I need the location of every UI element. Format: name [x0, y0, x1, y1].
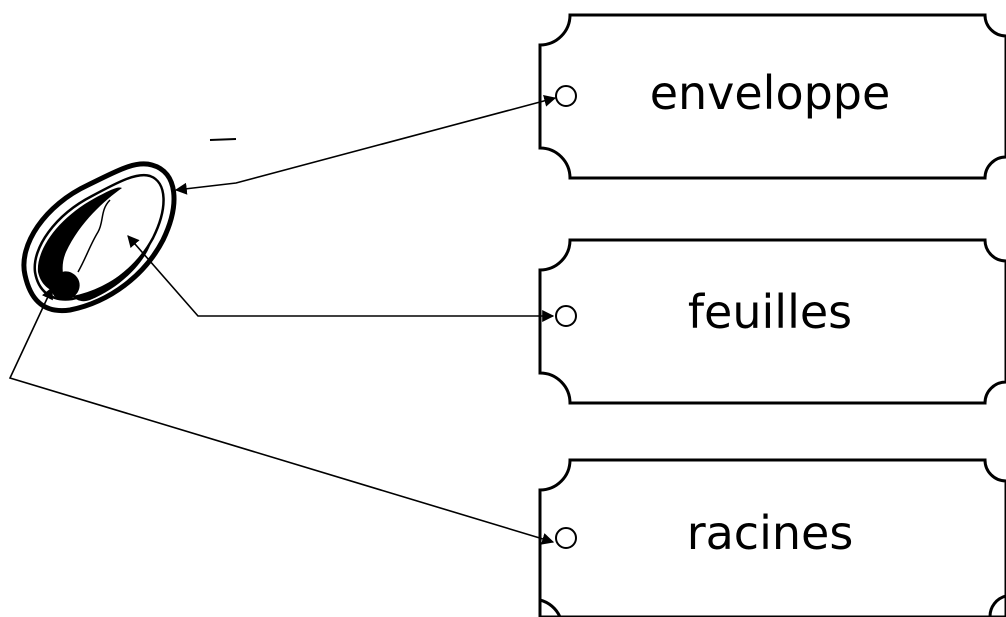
stray-mark	[209, 138, 237, 141]
connection-dot-1[interactable]	[555, 85, 577, 107]
label-feuilles: feuilles	[687, 285, 853, 339]
label-box-1	[538, 13, 1006, 180]
label-enveloppe: enveloppe	[649, 66, 891, 120]
connection-dot-2[interactable]	[555, 305, 577, 327]
bean-seed-illustration	[21, 138, 237, 314]
arrow-feuilles	[127, 235, 555, 322]
arrow-enveloppe	[174, 94, 557, 195]
connector-lines	[8, 94, 557, 545]
arrow-racines	[8, 286, 555, 545]
label-box-3	[538, 458, 1006, 617]
seed-embryo-dark	[37, 187, 122, 294]
connection-dot-3[interactable]	[555, 527, 577, 549]
label-racines: racines	[686, 506, 854, 560]
seed-plumule	[77, 199, 111, 273]
